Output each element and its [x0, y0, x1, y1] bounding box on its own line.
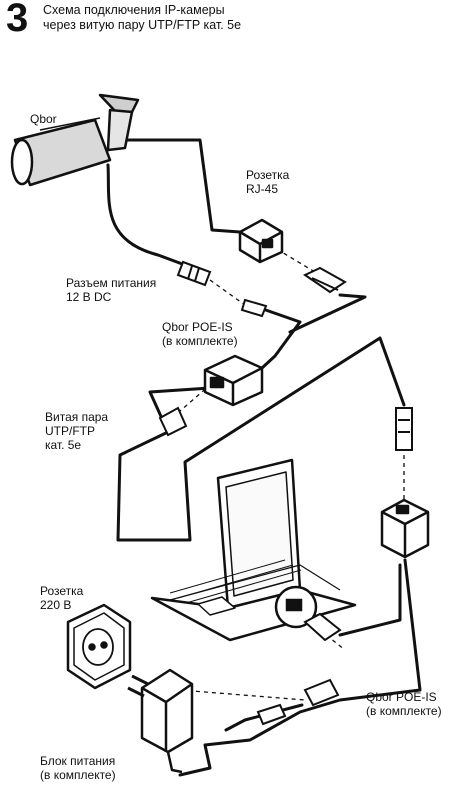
laptop-icon — [150, 458, 357, 642]
socket-rj45-label-line-1: Розетка — [246, 168, 290, 182]
socket-220-label: Розетка 220 В — [40, 584, 83, 612]
title-line-1: Схема подключения IP-камеры — [43, 3, 225, 17]
power-connector-label: Разъем питания 12 В DC — [66, 276, 156, 304]
poe-bottom-label: Qbor POE-IS (в комплекте) — [366, 690, 442, 718]
ip-camera-icon — [10, 93, 140, 187]
laptop-patch-cable — [338, 563, 402, 637]
rj45-plug-icon — [302, 266, 347, 294]
socket-rj45-label: Розетка RJ-45 — [246, 168, 289, 196]
psu-cable — [178, 558, 422, 777]
title-line-2: через витую пару UTP/FTP кат. 5е — [43, 18, 242, 32]
power-supply-label-line-1: Блок питания — [40, 754, 116, 768]
power-connector-label-line-2: 12 В DC — [66, 290, 112, 304]
poe-bottom-label-line-2: (в комплекте) — [366, 704, 442, 718]
camera-cable — [106, 163, 187, 267]
twisted-pair-label-line-1: Витая пара — [45, 410, 109, 424]
power-cable-top — [258, 306, 302, 370]
twisted-pair-label-line-3: кат. 5е — [45, 438, 82, 452]
step-number: 3 — [6, 0, 29, 40]
diagram-title: Схема подключения IP-камеры через витую … — [43, 3, 241, 33]
power-jack-icon — [176, 260, 268, 318]
camera-label: Qbor — [30, 112, 57, 126]
rj45-plug-icon — [303, 612, 342, 642]
camera-network-cable — [106, 138, 242, 234]
power-supply-label: Блок питания (в комплекте) — [40, 754, 116, 782]
socket-220-label-line-2: 220 В — [40, 598, 72, 612]
poe-top-label: Qbor POE-IS (в комплекте) — [162, 320, 238, 348]
socket-rj45-label-line-2: RJ-45 — [246, 182, 279, 196]
twisted-pair-label-line-2: UTP/FTP — [45, 424, 95, 438]
poe-top-label-line-1: Qbor POE-IS — [162, 320, 233, 334]
poe-injector-icon — [380, 498, 430, 559]
wall-socket-icon — [66, 603, 132, 690]
poe-top-label-line-2: (в комплекте) — [162, 334, 238, 348]
power-adapter-icon — [127, 668, 194, 774]
rj45-plug-icon — [158, 406, 413, 451]
power-connector-label-line-1: Разъем питания — [66, 276, 157, 290]
poe-injector-icon — [203, 354, 264, 407]
socket-220-label-line-1: Розетка — [40, 584, 84, 598]
power-supply-label-line-2: (в комплекте) — [40, 768, 116, 782]
socket-patch-cable — [288, 293, 367, 334]
port-zoom-icon — [274, 585, 318, 629]
twisted-pair-label: Витая пара UTP/FTP кат. 5е — [45, 410, 108, 452]
power-jack-icon — [256, 678, 340, 726]
rj45-socket-icon — [238, 218, 284, 264]
twisted-pair-cable — [116, 336, 406, 542]
poe-bottom-label-line-1: Qbor POE-IS — [366, 690, 437, 704]
